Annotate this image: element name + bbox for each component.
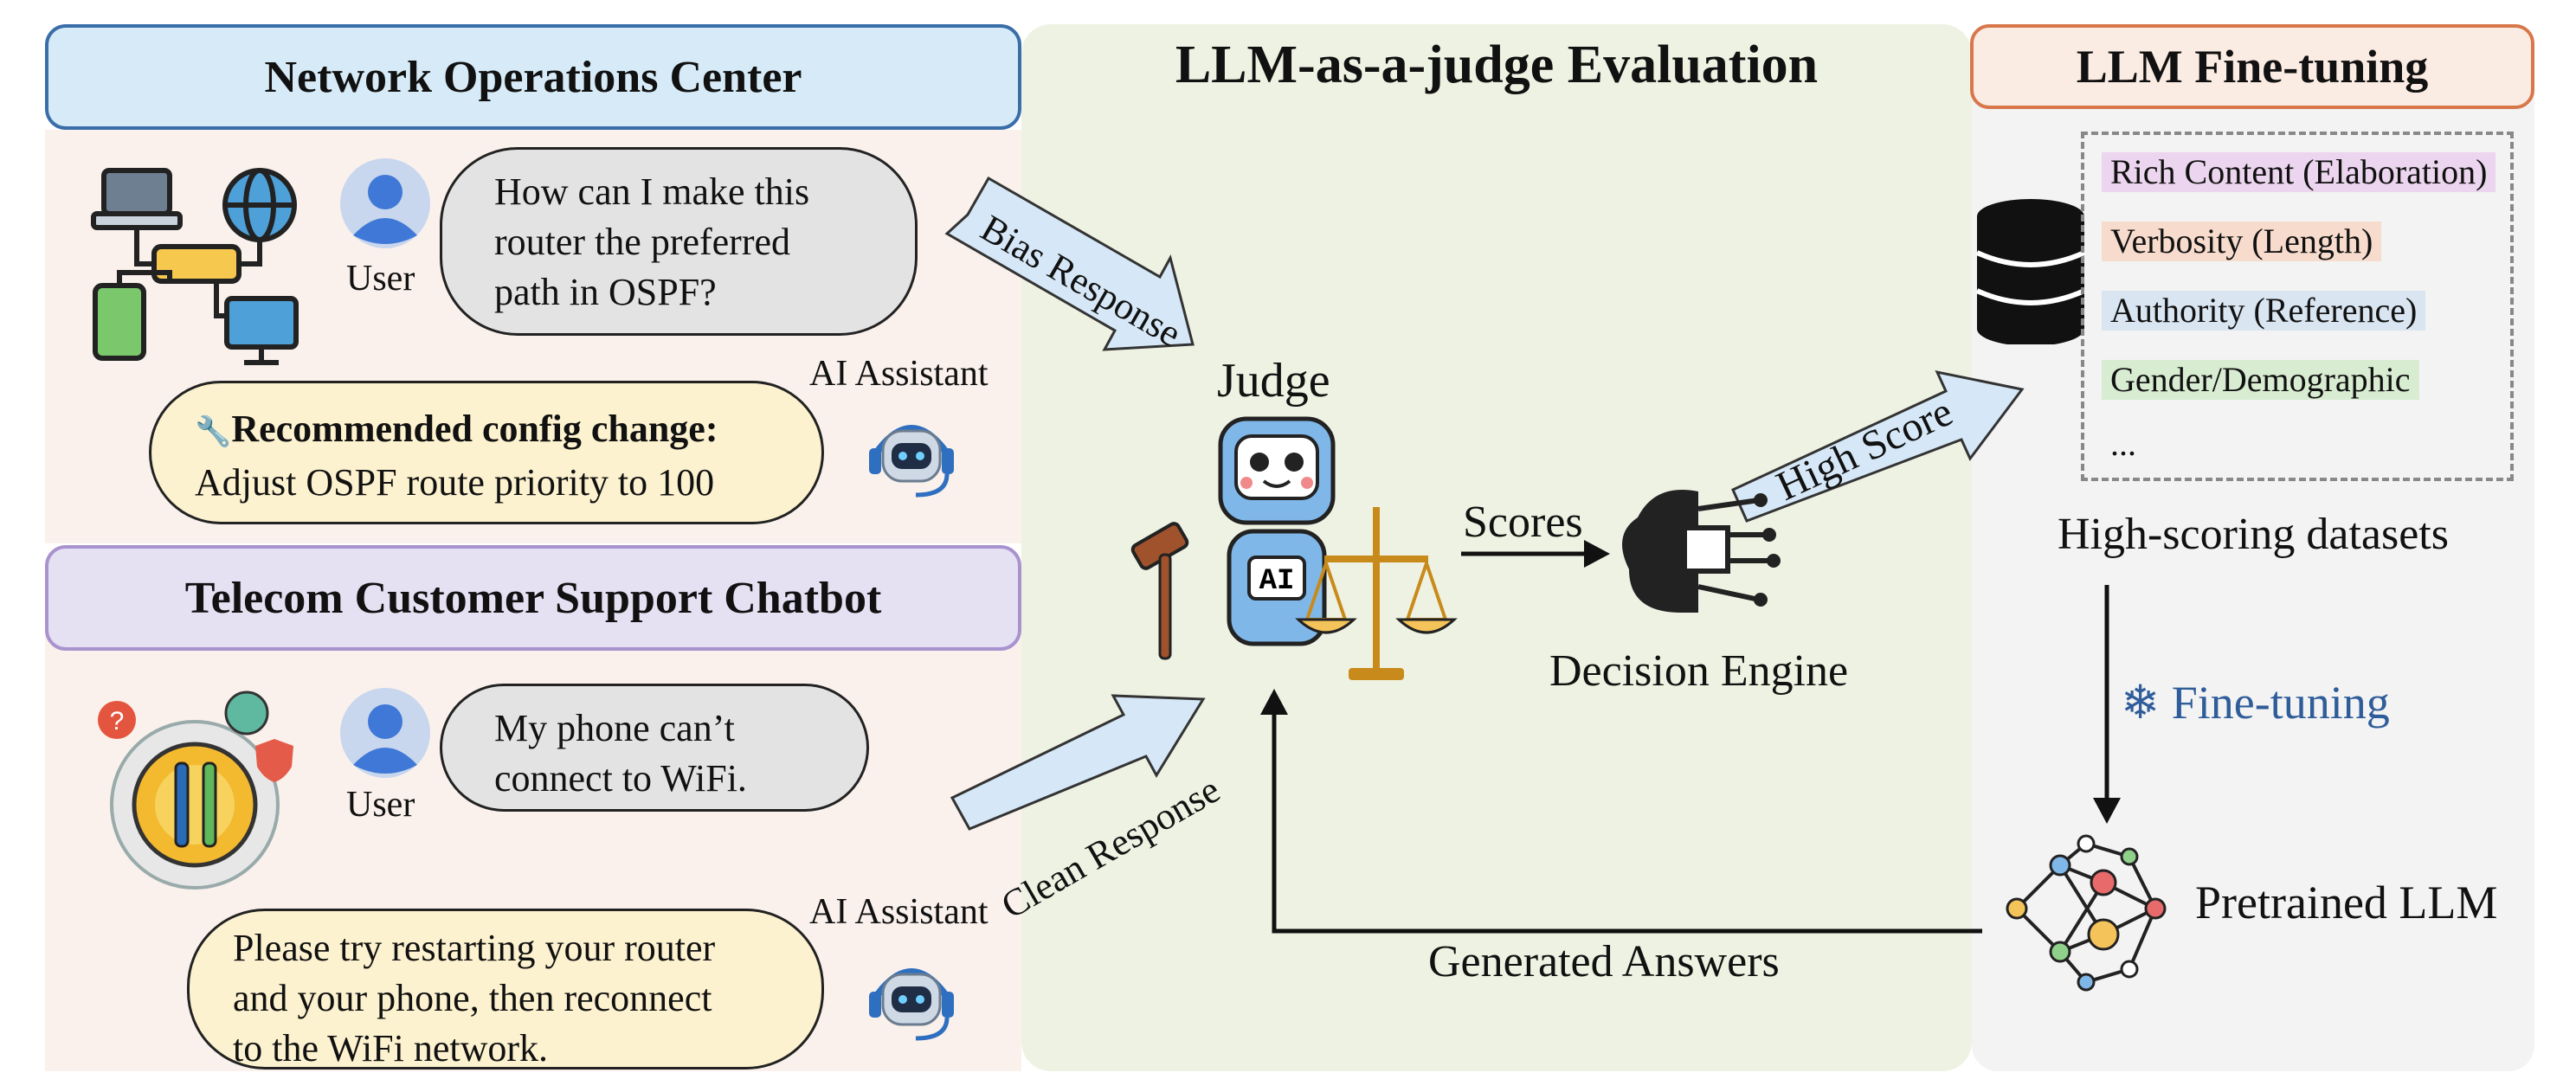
tel-ai-label: AI Assistant bbox=[809, 892, 989, 932]
fine-tuning-label: Fine-tuning bbox=[2171, 677, 2390, 729]
telecom-header: Telecom Customer Support Chatbot bbox=[45, 545, 1021, 651]
fine-tuning-step: ❄ Fine-tuning bbox=[2121, 675, 2390, 729]
wrench-icon: 🔧 bbox=[195, 416, 232, 448]
decision-engine-label: Decision Engine bbox=[1549, 646, 1849, 696]
brain-chip-icon bbox=[1622, 490, 1781, 613]
dataset-item: Authority (Reference) bbox=[2102, 291, 2426, 331]
noc-user-line-2: router the preferred bbox=[494, 221, 791, 263]
scores-label: Scores bbox=[1463, 498, 1583, 547]
noc-ai-title: Recommended config change: bbox=[231, 408, 718, 450]
dataset-item: Rich Content (Elaboration) bbox=[2102, 152, 2496, 192]
tel-user-label: User bbox=[346, 785, 415, 825]
dataset-item: Gender/Demographic bbox=[2102, 360, 2419, 400]
noc-user-line-3: path in OSPF? bbox=[494, 271, 717, 313]
noc-user-bubble: How can I make this router the preferred… bbox=[440, 147, 918, 336]
neural-network-icon bbox=[2006, 834, 2167, 992]
high-score-arrow bbox=[1731, 369, 2025, 523]
datasets-label: High-scoring datasets bbox=[2057, 510, 2449, 559]
robot-badge: AI bbox=[1259, 565, 1295, 598]
noc-ai-bubble: 🔧Recommended config change: Adjust OSPF … bbox=[149, 381, 824, 524]
tel-user-line-1: My phone can’t bbox=[494, 707, 735, 749]
tel-user-bubble: My phone can’t connect to WiFi. bbox=[440, 684, 869, 812]
robot-judge-icon: AI bbox=[1130, 416, 1458, 680]
user-icon bbox=[340, 688, 430, 778]
tel-user-line-2: connect to WiFi. bbox=[494, 757, 747, 800]
noc-ai-label: AI Assistant bbox=[809, 354, 989, 394]
database-icon bbox=[1975, 199, 2086, 344]
tel-ai-bubble: Please try restarting your router and yo… bbox=[187, 909, 824, 1070]
bias-response-arrow bbox=[944, 176, 1195, 351]
snowflake-icon: ❄ bbox=[2121, 677, 2161, 729]
clean-response-arrow bbox=[950, 694, 1206, 831]
noc-header: Network Operations Center bbox=[45, 24, 1021, 130]
support-gear-icon: ? bbox=[98, 691, 293, 890]
noc-user-label: User bbox=[346, 259, 415, 299]
judge-label: Judge bbox=[1217, 354, 1330, 408]
noc-user-line-1: How can I make this bbox=[494, 170, 810, 213]
network-devices-icon bbox=[91, 168, 299, 365]
pretrained-llm-label: Pretrained LLM bbox=[2195, 877, 2498, 928]
generated-answers-label: Generated Answers bbox=[1428, 937, 1780, 986]
dataset-item: Verbosity (Length) bbox=[2102, 222, 2382, 261]
user-icon bbox=[340, 158, 430, 248]
tel-ai-line-1: Please try restarting your router bbox=[233, 927, 716, 969]
finetune-header: LLM Fine-tuning bbox=[1970, 24, 2534, 109]
noc-ai-body: Adjust OSPF route priority to 100 bbox=[195, 461, 715, 504]
tel-ai-line-3: to the WiFi network. bbox=[233, 1027, 549, 1070]
svg-text:?: ? bbox=[110, 707, 125, 735]
judge-eval-title: LLM-as-a-judge Evaluation bbox=[1175, 35, 1819, 94]
headset-robot-icon bbox=[869, 425, 954, 498]
dataset-list: Rich Content (Elaboration) Verbosity (Le… bbox=[2081, 132, 2514, 481]
headset-robot-icon bbox=[869, 968, 954, 1041]
dataset-item: ... bbox=[2110, 424, 2136, 463]
tel-ai-line-2: and your phone, then reconnect bbox=[233, 977, 712, 1019]
